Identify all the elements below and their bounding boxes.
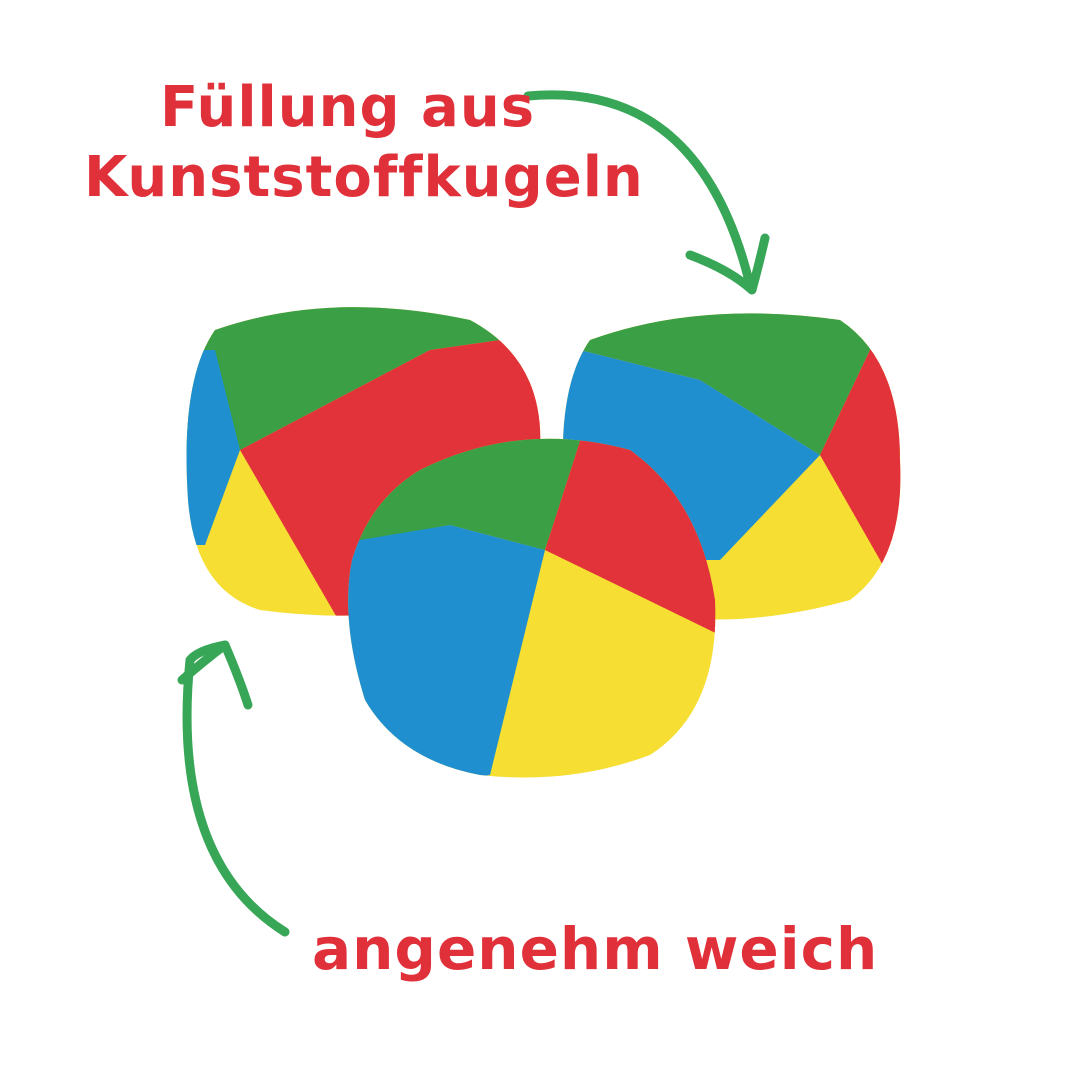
annotation-filling-line1: Füllung aus: [160, 75, 536, 140]
arrow-bottom-pointing-to-ball: [177, 640, 290, 937]
arrow-top-pointing-to-ball: [523, 90, 770, 295]
annotation-filling-line2: Kunststoffkugeln: [84, 145, 644, 210]
annotation-softness: angenehm weich: [312, 915, 879, 983]
